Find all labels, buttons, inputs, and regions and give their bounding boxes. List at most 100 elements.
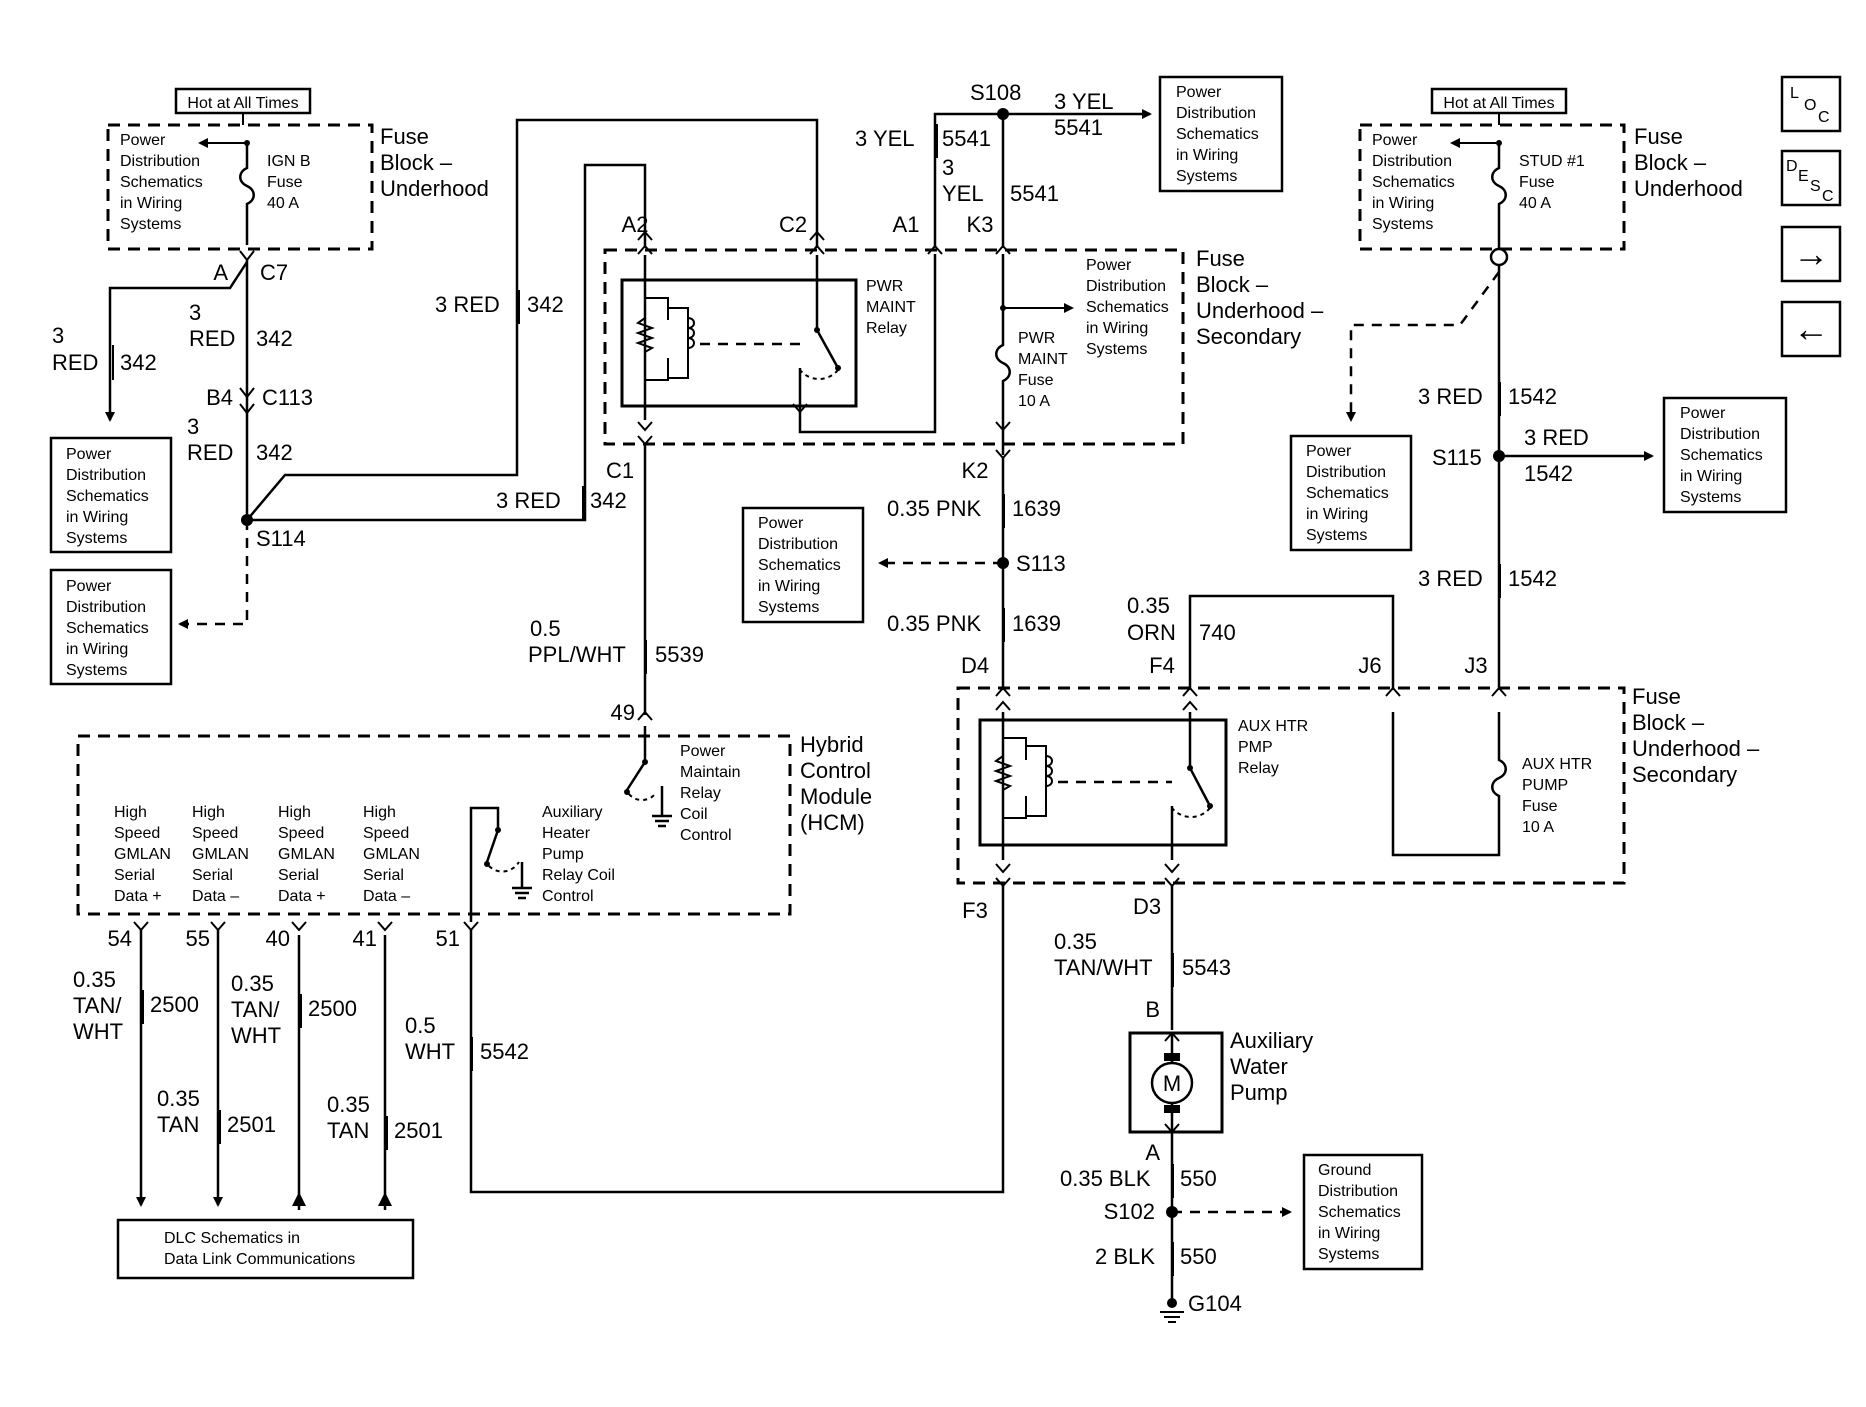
svg-text:Fuse: Fuse [1018, 372, 1054, 389]
svg-text:Control: Control [800, 758, 871, 783]
gmlan-label-54: High Speed GMLAN Serial Data + [114, 804, 171, 905]
svg-text:Systems: Systems [758, 599, 819, 616]
svg-text:5541: 5541 [942, 126, 991, 151]
pd-ref-box-s113: Power Distribution Schematics in Wiring … [741, 506, 865, 624]
svg-text:Relay Coil: Relay Coil [542, 867, 615, 884]
svg-text:40 A: 40 A [1519, 195, 1551, 212]
svg-text:342: 342 [256, 326, 293, 351]
svg-text:342: 342 [590, 488, 627, 513]
svg-text:Underhood: Underhood [380, 176, 489, 201]
svg-text:2 BLK: 2 BLK [1095, 1244, 1155, 1269]
svg-text:B: B [1145, 997, 1160, 1022]
svg-text:Underhood: Underhood [1634, 176, 1743, 201]
svg-text:3: 3 [189, 300, 201, 325]
ground-g104 [1160, 1298, 1184, 1323]
svg-text:Control: Control [542, 888, 594, 905]
svg-text:2500: 2500 [308, 996, 357, 1021]
svg-text:Systems: Systems [66, 530, 127, 547]
aux-htr-pmp-relay: AUX HTR PMP Relay [978, 712, 1308, 860]
fuse-block-secondary-label-bottom: Fuse Block – Underhood – Secondary [1632, 684, 1760, 787]
svg-text:Distribution: Distribution [1176, 105, 1256, 122]
svg-text:Systems: Systems [1086, 341, 1147, 358]
svg-text:Fuse: Fuse [267, 174, 303, 191]
svg-text:2500: 2500 [150, 992, 199, 1017]
svg-text:342: 342 [256, 440, 293, 465]
svg-text:Hot at All Times: Hot at All Times [187, 95, 298, 112]
svg-text:Coil: Coil [680, 806, 708, 823]
svg-text:1639: 1639 [1012, 496, 1061, 521]
svg-text:Distribution: Distribution [1318, 1183, 1398, 1200]
svg-text:Power: Power [1306, 443, 1352, 460]
svg-text:in Wiring: in Wiring [1086, 320, 1148, 337]
svg-text:Power: Power [1086, 257, 1132, 274]
svg-text:Fuse: Fuse [1522, 798, 1558, 815]
svg-text:PPL/WHT: PPL/WHT [528, 642, 626, 667]
svg-text:Schematics: Schematics [66, 620, 149, 637]
svg-text:WHT: WHT [405, 1039, 455, 1064]
svg-text:1542: 1542 [1508, 384, 1557, 409]
loc-button[interactable]: L O C [1780, 75, 1842, 133]
svg-text:in Wiring: in Wiring [758, 578, 820, 595]
svg-text:Speed: Speed [192, 825, 238, 842]
svg-text:Speed: Speed [278, 825, 324, 842]
svg-text:Distribution: Distribution [758, 536, 838, 553]
svg-text:Relay: Relay [866, 320, 907, 337]
svg-text:High: High [192, 804, 225, 821]
svg-text:0.5: 0.5 [405, 1013, 436, 1038]
fuse-block-underhood-right [1358, 123, 1626, 251]
svg-text:Pump: Pump [1230, 1080, 1287, 1105]
svg-text:1542: 1542 [1508, 566, 1557, 591]
fuse-block-underhood-label-right: Fuse Block – Underhood [1634, 124, 1743, 201]
next-button[interactable]: → [1780, 225, 1842, 283]
svg-text:0.35: 0.35 [1127, 593, 1170, 618]
svg-text:Fuse: Fuse [1519, 174, 1555, 191]
fuse-block-secondary-label-top: Fuse Block – Underhood – Secondary [1196, 246, 1324, 349]
svg-text:Fuse: Fuse [380, 124, 429, 149]
svg-text:Ground: Ground [1318, 1162, 1371, 1179]
svg-text:C7: C7 [260, 260, 288, 285]
svg-text:L: L [1790, 85, 1799, 102]
svg-text:RED: RED [189, 326, 235, 351]
svg-text:0.5: 0.5 [530, 616, 561, 641]
svg-text:AUX HTR: AUX HTR [1522, 756, 1592, 773]
pd-ref-box-ign: Power Distribution Schematics in Wiring … [120, 132, 203, 233]
svg-text:D4: D4 [961, 653, 989, 678]
svg-text:342: 342 [527, 292, 564, 317]
prev-button[interactable]: ← [1780, 300, 1842, 358]
svg-text:PUMP: PUMP [1522, 777, 1568, 794]
svg-text:3 RED: 3 RED [435, 292, 500, 317]
svg-text:IGN B: IGN B [267, 153, 311, 170]
svg-text:Block –: Block – [1634, 150, 1707, 175]
svg-text:MAINT: MAINT [1018, 351, 1068, 368]
svg-text:GMLAN: GMLAN [192, 846, 249, 863]
svg-text:Hybrid: Hybrid [800, 732, 864, 757]
svg-text:C2: C2 [779, 212, 807, 237]
svg-text:Schematics: Schematics [1176, 126, 1259, 143]
svg-text:TAN: TAN [327, 1118, 369, 1143]
aux-htr-pump-fuse-symbol [1391, 712, 1507, 857]
svg-text:Speed: Speed [363, 825, 409, 842]
fuse-block-secondary-top [603, 248, 1185, 446]
svg-text:0.35 BLK: 0.35 BLK [1060, 1166, 1151, 1191]
desc-button[interactable]: D E S C [1780, 149, 1842, 207]
svg-text:DLC Schematics in: DLC Schematics in [164, 1230, 300, 1247]
svg-text:10 A: 10 A [1522, 819, 1554, 836]
fuse-block-secondary-bottom [956, 686, 1626, 885]
svg-text:Water: Water [1230, 1054, 1288, 1079]
svg-text:Systems: Systems [1680, 489, 1741, 506]
svg-text:GMLAN: GMLAN [114, 846, 171, 863]
svg-text:Data Link Communications: Data Link Communications [164, 1251, 355, 1268]
svg-text:in Wiring: in Wiring [66, 641, 128, 658]
svg-text:C: C [1822, 188, 1834, 205]
svg-text:B4: B4 [206, 385, 233, 410]
svg-text:A: A [1145, 1140, 1160, 1165]
stud-fuse-symbol [1491, 143, 1507, 248]
hybrid-control-module [76, 734, 792, 916]
svg-text:in Wiring: in Wiring [1680, 468, 1742, 485]
svg-text:TAN/: TAN/ [231, 997, 280, 1022]
fuse-block-underhood-label-left: Fuse Block – Underhood [380, 124, 489, 201]
svg-text:0.35: 0.35 [73, 967, 116, 992]
svg-text:Distribution: Distribution [1680, 426, 1760, 443]
svg-text:55: 55 [186, 926, 210, 951]
svg-text:40: 40 [266, 926, 290, 951]
